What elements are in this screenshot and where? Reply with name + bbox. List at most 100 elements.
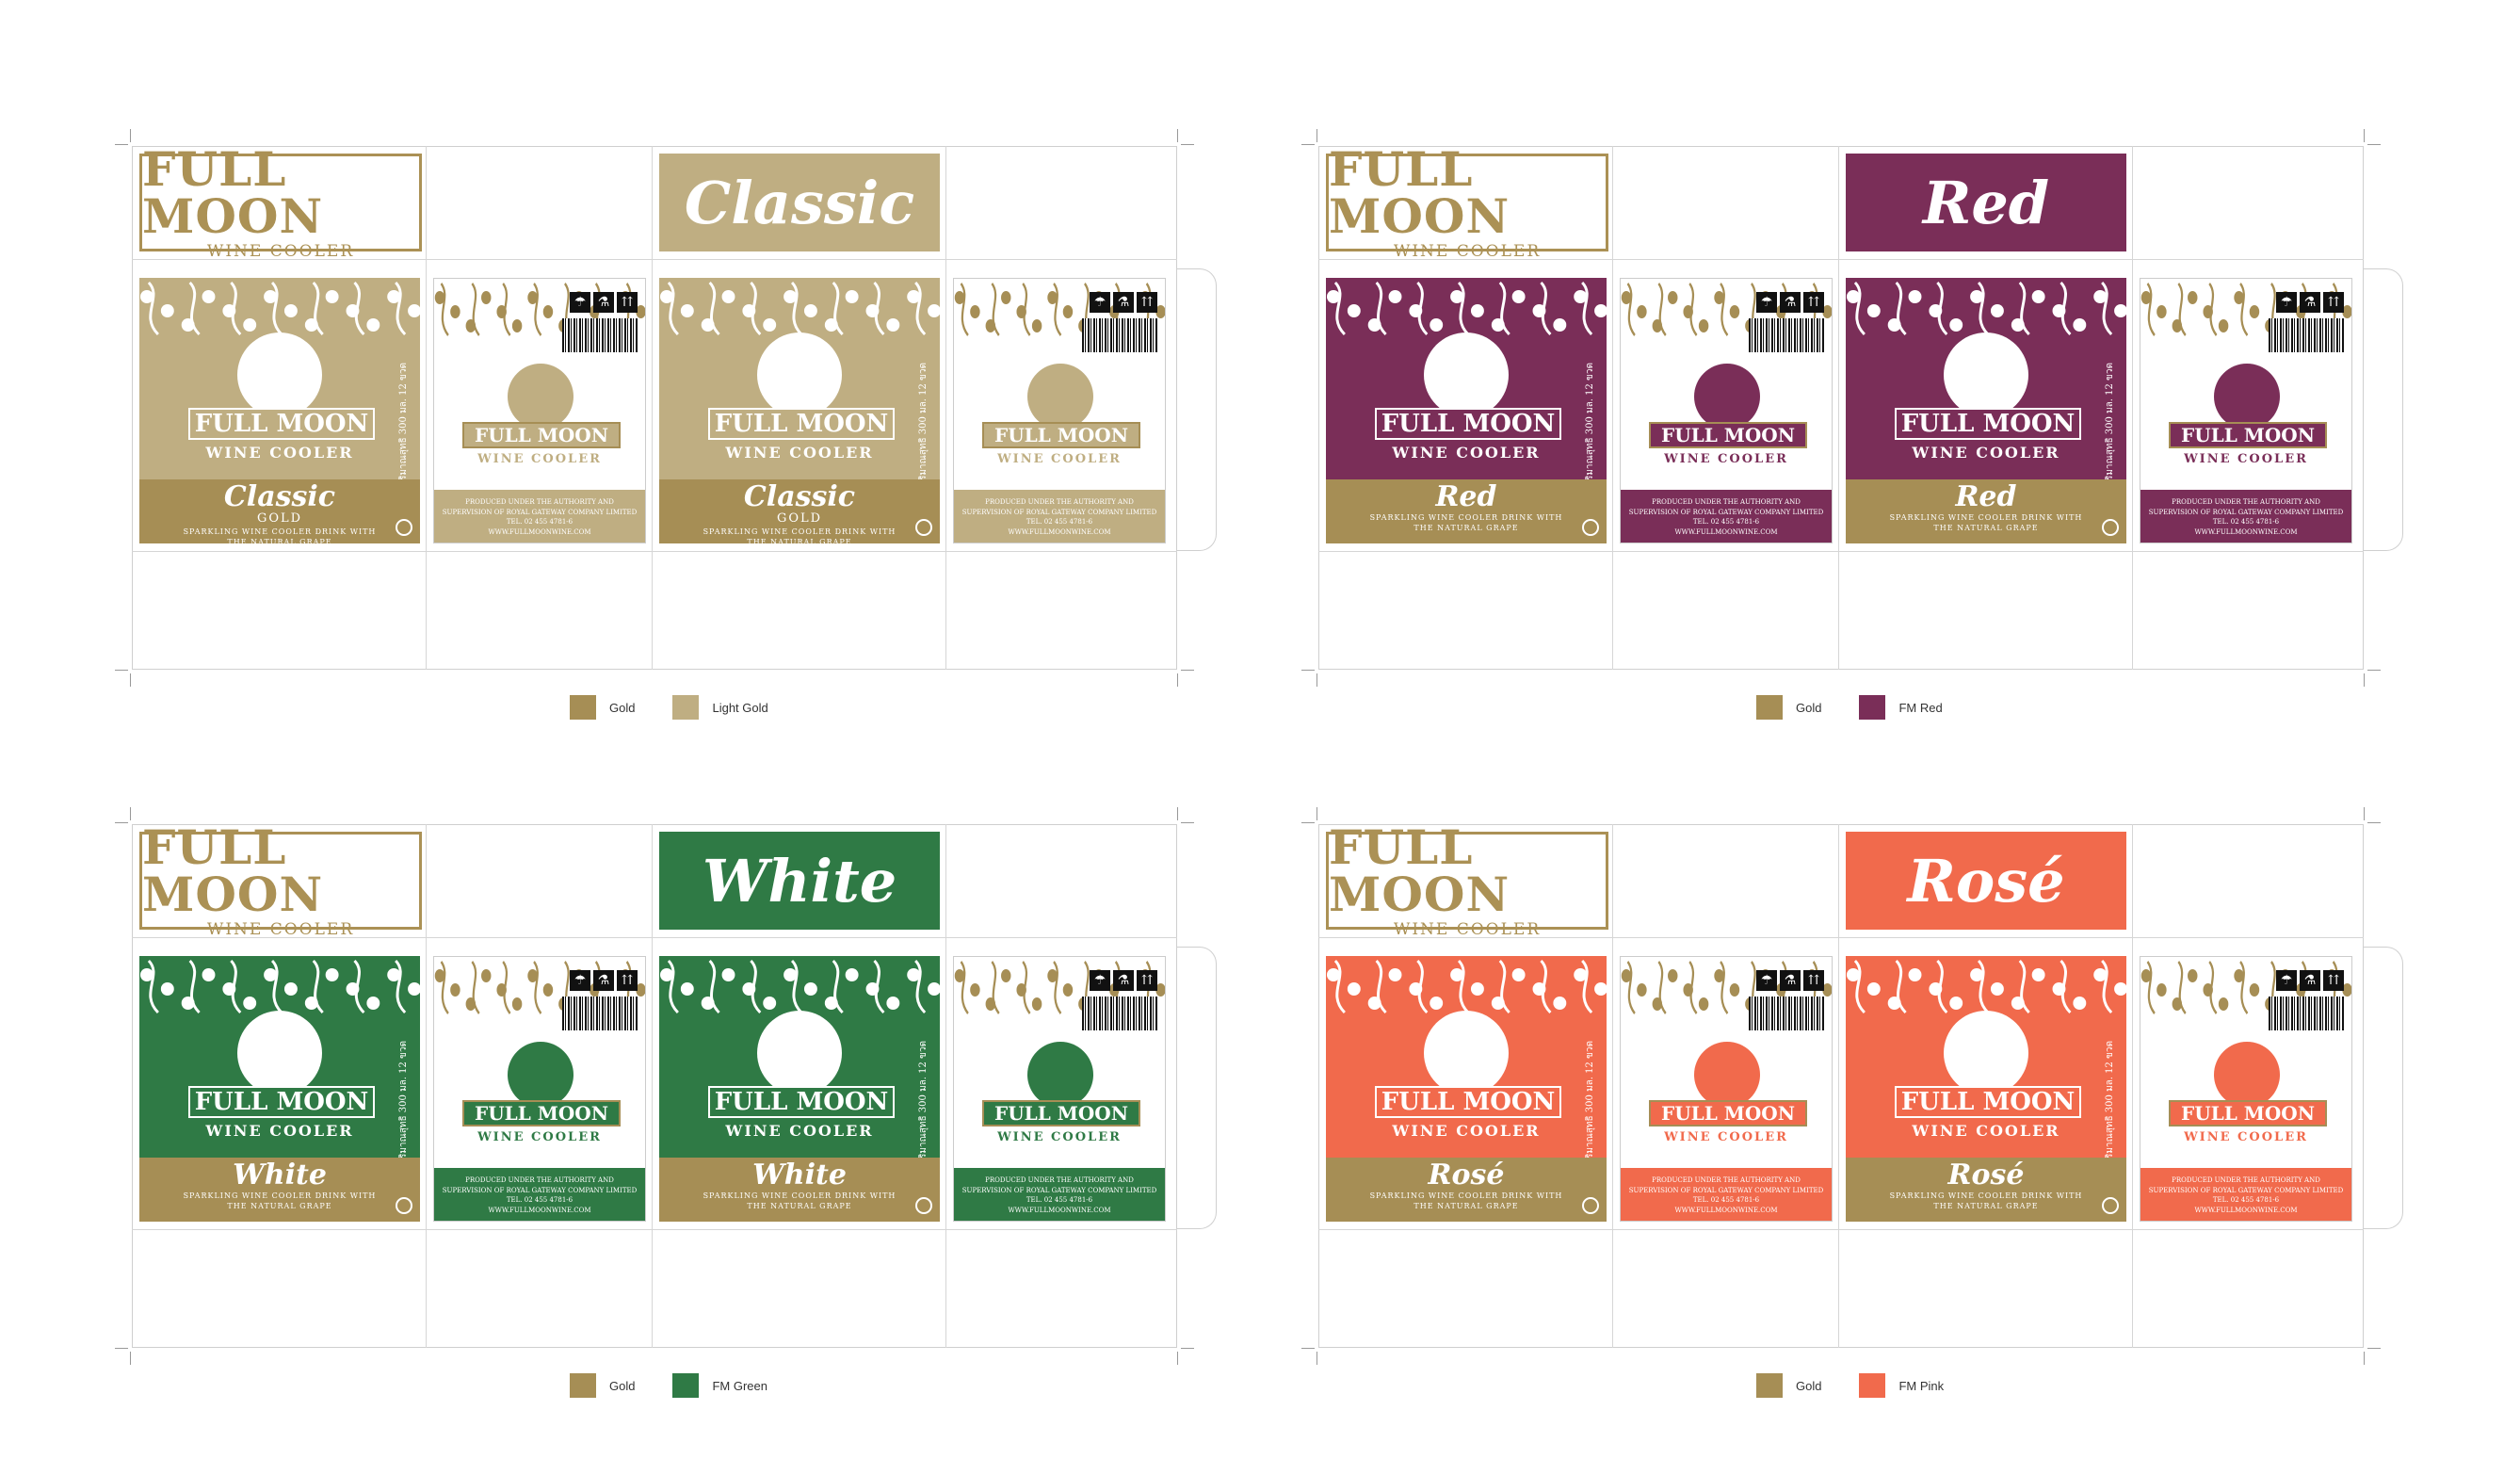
crop-mark: [2367, 670, 2381, 671]
recycle-icon: [2102, 519, 2119, 536]
umbrella-icon: ☂: [1756, 292, 1777, 313]
logo-ribbon: FULL MOON: [1375, 408, 1561, 440]
legend-item: Gold: [1756, 695, 1821, 720]
logo-title: FULL MOON: [142, 140, 324, 244]
fragile-icon: ⚗: [2300, 970, 2320, 991]
volume-text: ปริมาณสุทธิ 300 มล. 12 ขวด: [1585, 1041, 1595, 1165]
fold-line: [1318, 259, 2364, 260]
logo-title: FULL MOON: [1329, 140, 1510, 244]
legend-swatch: [1756, 695, 1783, 720]
producer-web: WWW.FULLMOONWINE.COM: [488, 527, 591, 536]
moon-logo-icon: [1694, 1042, 1760, 1108]
crop-mark: [2367, 144, 2381, 145]
fold-line: [426, 824, 427, 1348]
vine-decoration-icon: [1326, 959, 1607, 1014]
producer-tel: TEL. 02 455 4781-6: [2212, 518, 2280, 526]
volume-text: ปริมาณสุทธิ 300 มล. 12 ขวด: [918, 363, 929, 487]
crop-mark: [130, 1352, 131, 1365]
logo-title: FULL MOON: [142, 819, 324, 922]
producer-produced_1: PRODUCED UNDER THE AUTHORITY AND: [1652, 1176, 1801, 1184]
this-way-up-icon: ⇈: [617, 292, 638, 313]
crop-mark: [1301, 144, 1315, 145]
umbrella-icon: ☂: [570, 970, 590, 991]
legend-label: Gold: [1796, 1378, 1822, 1393]
dieline-frame: [132, 146, 1177, 670]
moon-logo-icon: [508, 1042, 573, 1108]
fragile-icon: ⚗: [1113, 970, 1134, 991]
handling-icons: ☂⚗⇈: [2276, 292, 2344, 313]
fold-line: [945, 824, 946, 1348]
barcode-icon: [1749, 997, 1824, 1030]
color-legend: Gold FM Green: [570, 1373, 805, 1398]
wine-cooler-label: WINE COOLER: [2184, 452, 2308, 466]
logo-ribbon: FULL MOON: [188, 408, 375, 440]
tagline-1: SPARKLING WINE COOLER DRINK WITH: [1369, 1191, 1563, 1200]
crop-mark: [2364, 129, 2365, 142]
crop-mark: [1301, 670, 1315, 671]
recycle-icon: [915, 519, 932, 536]
tagline-2: THE NATURAL GRAPE: [227, 538, 332, 543]
crop-mark: [2364, 1352, 2365, 1365]
recycle-icon: [1582, 1197, 1599, 1214]
dieline-frame: [1318, 146, 2364, 670]
variant-script: White: [233, 1159, 327, 1191]
recycle-icon: [2102, 1197, 2119, 1214]
crop-mark: [1181, 1348, 1194, 1349]
moon-logo-icon: [1424, 332, 1509, 417]
producer-tel: TEL. 02 455 4781-6: [1692, 1196, 1760, 1204]
vine-decoration-icon: [139, 281, 420, 336]
logo-ribbon: FULL MOON: [708, 408, 895, 440]
fold-line: [1612, 146, 1613, 670]
logo-ribbon: FULL MOON: [1649, 1100, 1807, 1127]
variant-title-band: Classic: [659, 154, 940, 251]
producer-produced_1: PRODUCED UNDER THE AUTHORITY AND: [465, 498, 614, 506]
vine-decoration-icon: [1846, 281, 2126, 336]
crop-mark: [1177, 1352, 1178, 1365]
variant-script: Red: [1435, 480, 1497, 513]
moon-logo-icon: [2214, 1042, 2280, 1108]
fold-line: [945, 146, 946, 670]
crop-mark: [2367, 1348, 2381, 1349]
logo-title: FULL MOON: [1329, 819, 1510, 922]
barcode-icon: [562, 318, 638, 352]
producer-produced_1: PRODUCED UNDER THE AUTHORITY AND: [985, 498, 1134, 506]
variant-title-band: White: [659, 832, 940, 930]
gold-label: GOLD: [776, 511, 823, 526]
handling-icons: ☂⚗⇈: [1756, 292, 1824, 313]
umbrella-icon: ☂: [570, 292, 590, 313]
wine-cooler-label: WINE COOLER: [997, 1130, 1122, 1144]
tagline-2: THE NATURAL GRAPE: [1413, 524, 1519, 532]
legend-label: FM Green: [712, 1378, 767, 1393]
fold-line: [652, 824, 653, 1348]
handling-icons: ☂⚗⇈: [570, 292, 638, 313]
variant-script: Classic: [743, 480, 856, 513]
legend-swatch: [672, 695, 700, 720]
logo-ribbon: FULL MOON: [1375, 1086, 1561, 1118]
producer-web: WWW.FULLMOONWINE.COM: [1674, 527, 1778, 536]
wine-cooler-label: WINE COOLER: [1392, 1122, 1541, 1140]
fold-line: [132, 1229, 1177, 1230]
legend-item: Gold: [570, 1373, 635, 1398]
producer-web: WWW.FULLMOONWINE.COM: [2194, 527, 2298, 536]
vine-decoration-icon: [1326, 281, 1607, 336]
moon-logo-icon: [1424, 1011, 1509, 1095]
crop-mark: [2364, 807, 2365, 820]
producer-tel: TEL. 02 455 4781-6: [2212, 1196, 2280, 1204]
volume-text: ปริมาณสุทธิ 300 มล. 12 ขวด: [398, 1041, 409, 1165]
crop-mark: [1301, 822, 1315, 823]
logo-ribbon: FULL MOON: [2169, 1100, 2327, 1127]
handling-icons: ☂⚗⇈: [2276, 970, 2344, 991]
volume-text: ปริมาณสุทธิ 300 มล. 12 ขวด: [398, 363, 409, 487]
